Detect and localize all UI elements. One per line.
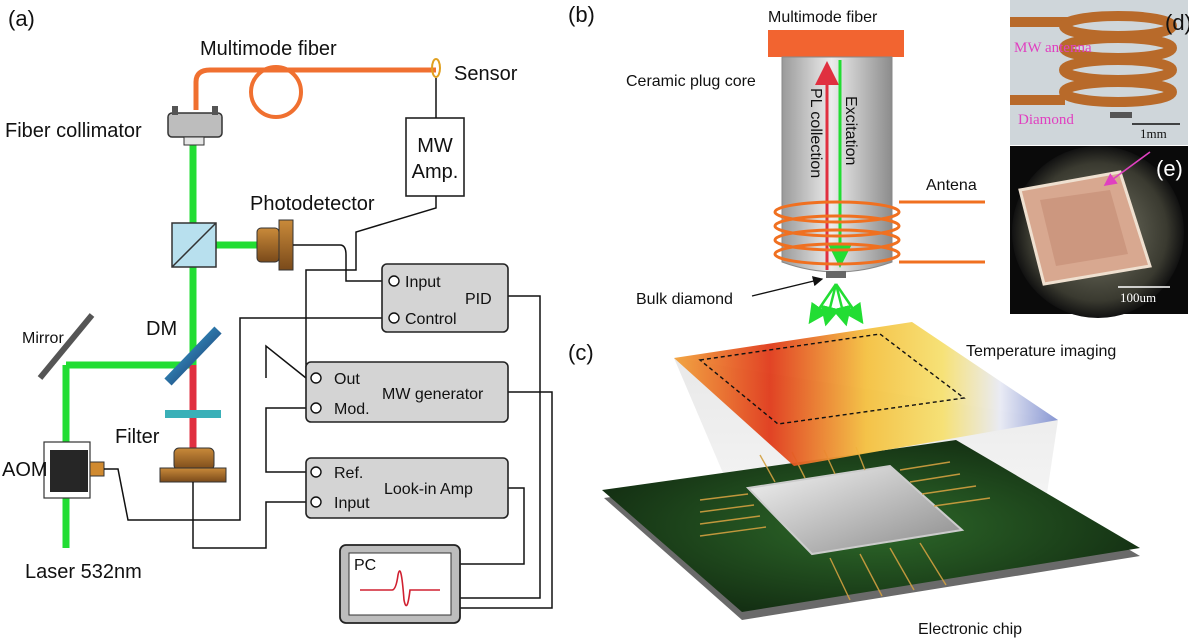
mw-amp-label-2: Amp. [412, 161, 459, 183]
aom-label: AOM [2, 459, 48, 481]
panel-a-label: (a) [8, 6, 35, 31]
filter-label: Filter [115, 426, 160, 448]
mw-out-port [310, 372, 322, 384]
mirror-label: Mirror [22, 330, 64, 347]
temperature-imaging-label: Temperature imaging [966, 343, 1116, 360]
diamond-label: Diamond [1018, 112, 1074, 128]
laser-label: Laser 532nm [25, 561, 142, 583]
fiber-collimator-label: Fiber collimator [5, 120, 142, 142]
ceramic-plug-label: Ceramic plug core [626, 73, 756, 90]
photodetector-icon [256, 219, 294, 271]
panel-e-label: (e) [1156, 156, 1183, 181]
panel-b: (b) Multimode fiber Ceramic plug core PL… [568, 2, 985, 327]
panel-b-label: (b) [568, 2, 595, 27]
mw-antenna-label: MW antenna [1014, 40, 1092, 56]
multimode-fiber [193, 67, 436, 110]
lockin-box [305, 457, 509, 519]
mirror-icon [37, 313, 95, 380]
mw-mod-port [310, 402, 322, 414]
d-scale-label: 1mm [1140, 126, 1167, 141]
lockin-input-port [310, 496, 322, 508]
ceramic-plug-icon [781, 56, 893, 273]
beam-splitter-icon [171, 222, 217, 268]
pid-input-label: Input [405, 274, 441, 291]
panel-e: (e) 100um [1010, 146, 1188, 318]
b-fiber-block [768, 30, 904, 57]
lockin-title: Look-in Amp [384, 481, 473, 498]
chip-outline [698, 333, 966, 425]
antenna-label: Antena [926, 177, 977, 194]
sensor-icon [431, 58, 441, 78]
lockin-ref-port [310, 466, 322, 478]
mw-antenna-coil-photo [1010, 11, 1177, 107]
pid-control-label: Control [405, 311, 457, 328]
panel-d: (d) MW antenna Diamond 1mm [1010, 0, 1189, 145]
mw-mod-label: Mod. [334, 401, 370, 418]
fiber-collimator-icon [167, 106, 223, 146]
antenna-coil-icon [773, 200, 985, 266]
fiber-loop [249, 65, 303, 119]
laser-beam [62, 140, 265, 548]
pl-detector-icon [159, 447, 227, 483]
mw-amp-label-1: MW [417, 135, 453, 157]
mw-generator-box [305, 361, 509, 423]
photodetector-label: Photodetector [250, 193, 375, 215]
pid-input-port [388, 275, 400, 287]
fiber-label: Multimode fiber [200, 38, 337, 60]
lockin-input-label: Input [334, 495, 370, 512]
b-fiber-label: Multimode fiber [768, 9, 878, 26]
panel-c: (c) Temperature imaging Electronic chip [568, 322, 1140, 638]
signal-wires [104, 78, 553, 609]
pid-title: PID [465, 291, 492, 308]
temperature-map [674, 322, 1058, 466]
pc-monitor-icon [339, 544, 461, 624]
e-scale-label: 100um [1120, 290, 1156, 305]
dichroic-mirror-icon [164, 326, 222, 386]
mw-out-label: Out [334, 371, 360, 388]
pc-label: PC [354, 557, 376, 574]
diamond-pointer [1103, 151, 1151, 186]
pl-collection-label: PL collection [807, 88, 824, 178]
electronic-chip-label: Electronic chip [918, 621, 1022, 638]
d-diamond-photo [1110, 112, 1132, 118]
bulk-diamond-label: Bulk diamond [636, 291, 733, 308]
lockin-ref-label: Ref. [334, 465, 363, 482]
panel-c-label: (c) [568, 340, 594, 365]
filter-icon [165, 410, 221, 418]
mw-generator-title: MW generator [382, 386, 484, 403]
bulk-diamond-icon [826, 271, 846, 278]
bulk-diamond-pointer [751, 276, 824, 297]
electronic-chip-icon [602, 440, 1140, 620]
dm-label: DM [146, 318, 177, 340]
sensor-label: Sensor [454, 63, 518, 85]
panel-a: (a) Multimode fiber Sensor Fiber collima… [2, 6, 553, 624]
pid-control-port [388, 312, 400, 324]
aom-icon [43, 441, 105, 499]
emission-arrows [808, 283, 864, 327]
excitation-label: Excitation [842, 96, 859, 165]
panel-d-label: (d) [1165, 10, 1189, 35]
mw-amp-box [405, 117, 465, 197]
pid-box [381, 263, 509, 333]
